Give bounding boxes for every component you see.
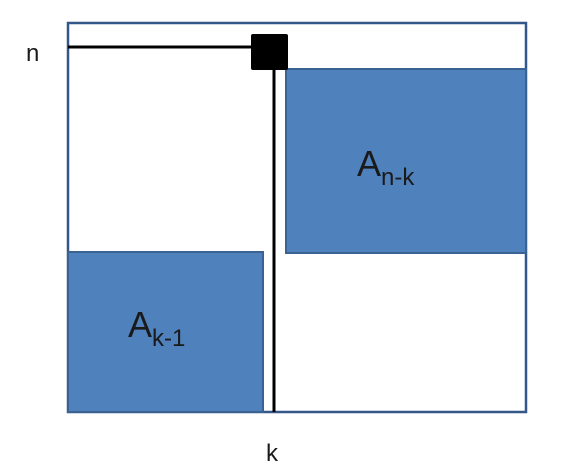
pivot-square (251, 34, 288, 70)
row-label-n: n (26, 40, 40, 67)
block-lower-left (67, 251, 264, 413)
block-label-upper-right: An-k (357, 143, 414, 192)
block-upper-right (285, 68, 527, 254)
column-label-k: k (266, 440, 278, 467)
block-label-upper-right-subscript: n-k (381, 164, 415, 191)
block-label-upper-right-base: A (357, 143, 382, 184)
block-label-lower-left: Ak-1 (128, 304, 185, 353)
block-label-lower-left-subscript: k-1 (152, 325, 186, 352)
block-label-lower-left-base: A (128, 304, 153, 345)
